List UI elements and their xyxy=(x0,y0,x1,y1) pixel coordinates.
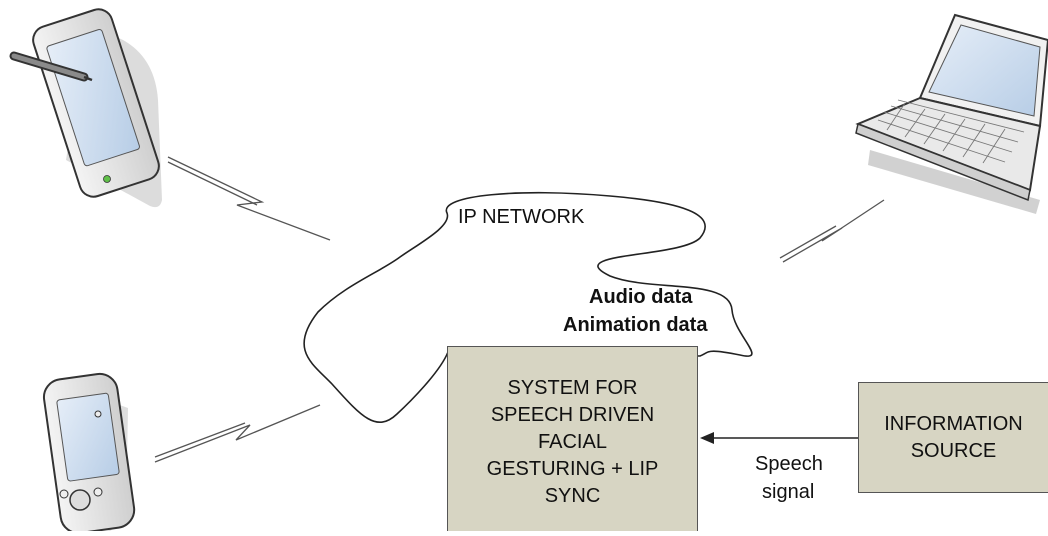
system-line-1: SYSTEM FOR xyxy=(507,376,638,399)
signal-label: signal xyxy=(762,481,815,503)
system-box: SYSTEM FOR SPEECH DRIVEN FACIAL GESTURIN… xyxy=(447,346,698,531)
speech-label: Speech xyxy=(755,453,823,475)
animation-data-label: Animation data xyxy=(563,314,708,336)
pda-icon xyxy=(42,372,136,535)
system-line-3: FACIAL xyxy=(538,430,607,453)
tablet-with-stylus-icon xyxy=(9,8,162,208)
audio-data-label: Audio data xyxy=(589,286,693,308)
system-line-5: SYNC xyxy=(544,484,601,507)
info-line-1: INFORMATION xyxy=(884,412,1023,435)
laptop-icon xyxy=(855,13,1048,214)
ip-network-label: IP NETWORK xyxy=(458,206,585,228)
speech-signal-arrow xyxy=(700,432,858,444)
information-source-box: INFORMATION SOURCE xyxy=(858,382,1048,493)
wireless-link-icon xyxy=(154,156,885,463)
system-line-2: SPEECH DRIVEN xyxy=(490,403,655,426)
info-line-2: SOURCE xyxy=(910,439,997,462)
ip-network-cloud xyxy=(303,191,753,423)
system-line-4: GESTURING + LIP xyxy=(486,457,659,480)
